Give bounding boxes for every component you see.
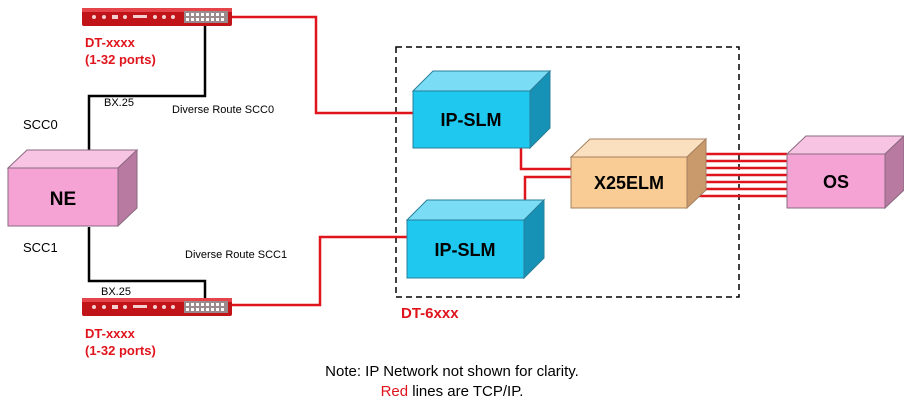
dt-device-top-name: DT-xxxx — [85, 35, 136, 50]
route-scc0-label: Diverse Route SCC0 — [172, 104, 274, 116]
ip-slm-top-label: IP-SLM — [441, 110, 502, 130]
note-rest: lines are TCP/IP. — [408, 383, 524, 400]
ne-box: NE — [6, 148, 139, 228]
route-scc1-line — [232, 235, 407, 307]
note-line-1: Note: IP Network not shown for clarity. — [0, 363, 904, 380]
os-label: OS — [823, 172, 849, 192]
x25elm-box: X25ELM — [569, 137, 708, 210]
x25elm-label: X25ELM — [594, 173, 664, 193]
route-scc0-line — [232, 15, 413, 115]
note-text: Note: IP Network not shown for clarity. — [325, 363, 579, 380]
os-box: OS — [785, 135, 904, 210]
link-slm-top-x25elm — [519, 148, 571, 171]
link-ne-top-device — [87, 22, 207, 157]
ne-label: NE — [50, 189, 76, 210]
dt-device-bottom-name: DT-xxxx — [85, 326, 136, 341]
bx25-bottom-label: BX.25 — [101, 286, 131, 298]
note-line-2: Red lines are TCP/IP. — [0, 383, 904, 400]
route-scc1-label: Diverse Route SCC1 — [185, 249, 287, 261]
ip-slm-bottom-box: IP-SLM — [405, 198, 546, 280]
dt-device-top — [82, 8, 232, 26]
bx25-top-label: BX.25 — [104, 97, 134, 109]
link-slm-bottom-x25elm — [523, 175, 571, 208]
link-ne-bottom-device — [87, 227, 207, 300]
dt-device-top-ports: (1-32 ports) — [85, 52, 156, 67]
scc1-label: SCC1 — [23, 240, 58, 255]
note-red-word: Red — [380, 383, 409, 400]
dt6xxx-group-label: DT-6xxx — [401, 305, 459, 322]
dt6xxx-group-boundary — [395, 46, 740, 298]
dt-device-bottom — [82, 298, 232, 316]
dt-device-bottom-ports: (1-32 ports) — [85, 343, 156, 358]
ip-slm-bottom-label: IP-SLM — [435, 240, 496, 260]
scc0-label: SCC0 — [23, 117, 58, 132]
ip-slm-top-box: IP-SLM — [411, 69, 552, 150]
